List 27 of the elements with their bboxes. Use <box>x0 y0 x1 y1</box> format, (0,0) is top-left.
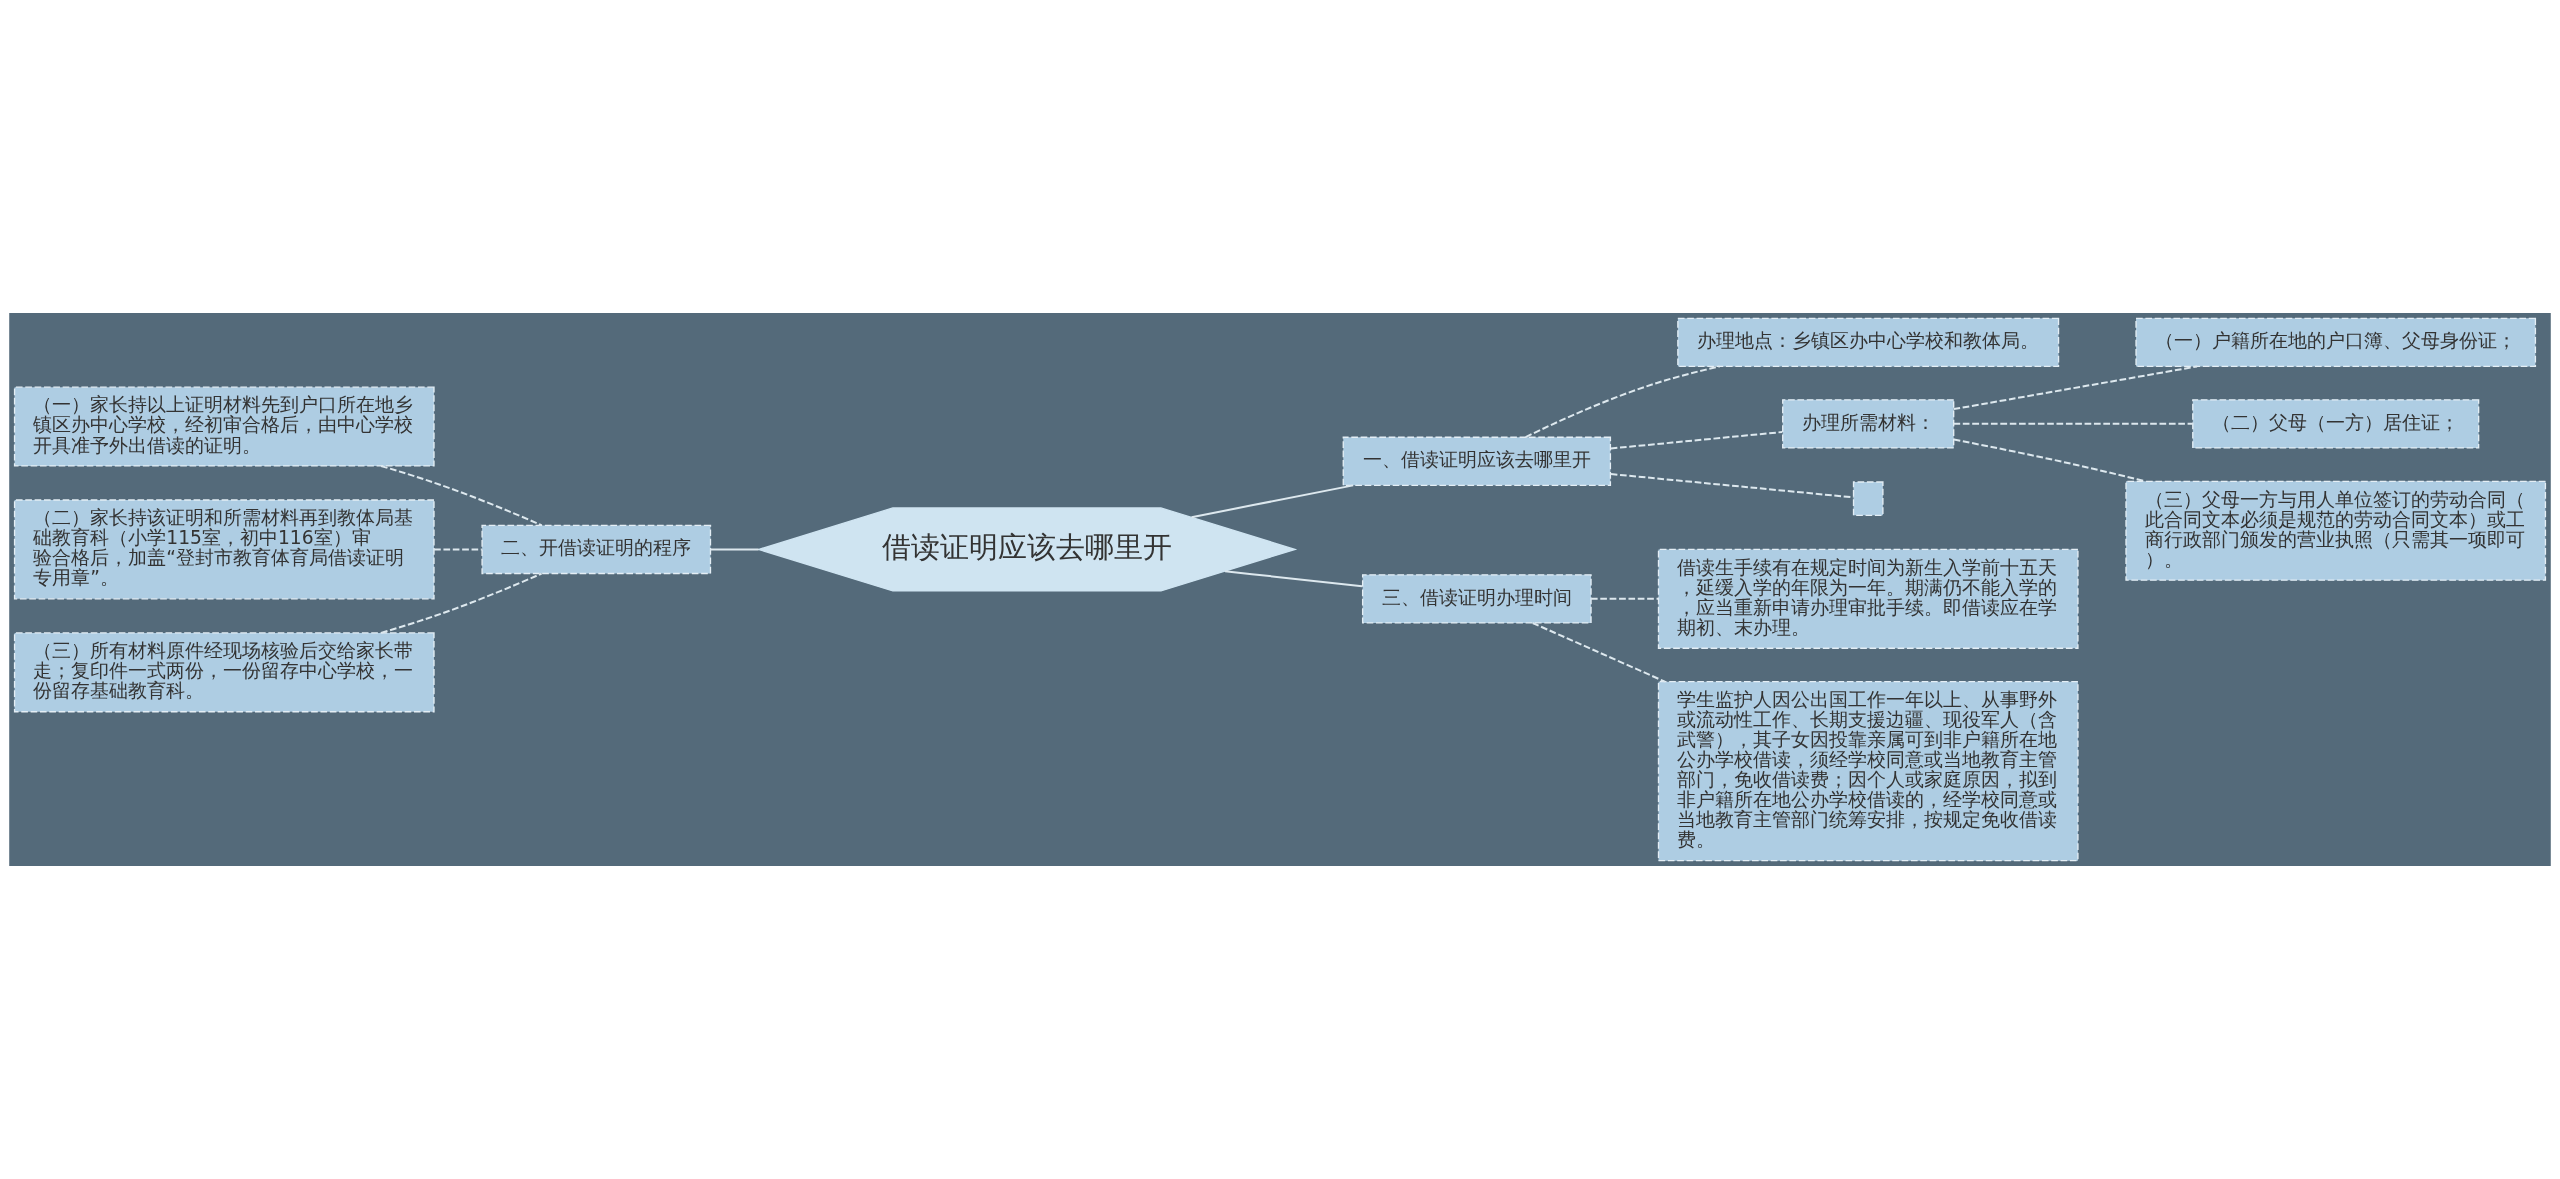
connector <box>1190 484 1355 519</box>
node-box: 三、借读证明办理时间 <box>1361 574 1592 624</box>
node-box: 借读生手续有在规定时间为新生入学前十五天，延缓入学的年限为一年。期满仍不能入学的，应当重新申请办理审批手续。即借读应在学期初、末办理。 <box>1657 548 2079 649</box>
connector <box>709 548 760 551</box>
connector <box>1952 422 2194 425</box>
connector <box>1531 622 1666 683</box>
connector <box>1609 431 1784 450</box>
node-box: （一）家长持以上证明材料先到户口所在地乡镇区办中心学校，经初审合格后，由中心学校开具准予外出借读的证明。 <box>13 386 435 467</box>
node-box: 一、借读证明应该去哪里开 <box>1342 436 1612 486</box>
node-box: （二）家长持该证明和所需材料再到教体局基础教育科（小学115室，初中116室）审验合格后，加盖“登封市教育体育局借读证明专用章”。 <box>13 499 435 600</box>
node-box: 办理地点：乡镇区办中心学校和教体局。 <box>1677 317 2060 368</box>
connector <box>1590 597 1660 600</box>
connector <box>1224 570 1364 588</box>
node-box: （一）户籍所在地的户口簿、父母身份证； <box>2135 317 2537 368</box>
node-box: （三）父母一方与用人单位签订的劳动合同（此合同文本必须是规范的劳动合同文本）或工商行政部门颁发的营业执照（只需其一项即可）。 <box>2125 480 2547 581</box>
node-box: （三）所有材料原件经现场核验后交给家长带走；复印件一式两份，一份留存中心学校，一份留存基础教育科。 <box>13 632 435 713</box>
node-box <box>1852 481 1884 517</box>
node-box: 学生监护人因公出国工作一年以上、从事野外或流动性工作、长期支援边疆、现役军人（含武警），其子女因投靠亲属可到非户籍所在地公办学校借读，须经学校同意或当地教育主管部门，免收借读费；因个人或家庭原因，拟到非户籍所在地公办学校借读的，经学校同意或当地教育主管部门统筹安排，按规定免收借读费。 <box>1657 681 2079 862</box>
connector <box>1609 473 1855 499</box>
connector <box>380 465 543 527</box>
connector <box>1524 365 1721 439</box>
connector <box>433 548 483 551</box>
node-box: （二）父母（一方）居住证； <box>2192 399 2480 449</box>
node-box: 办理所需材料： <box>1782 399 1955 449</box>
connector <box>380 572 543 634</box>
connector <box>1952 365 2199 411</box>
node-box: 二、开借读证明的程序 <box>481 524 712 575</box>
